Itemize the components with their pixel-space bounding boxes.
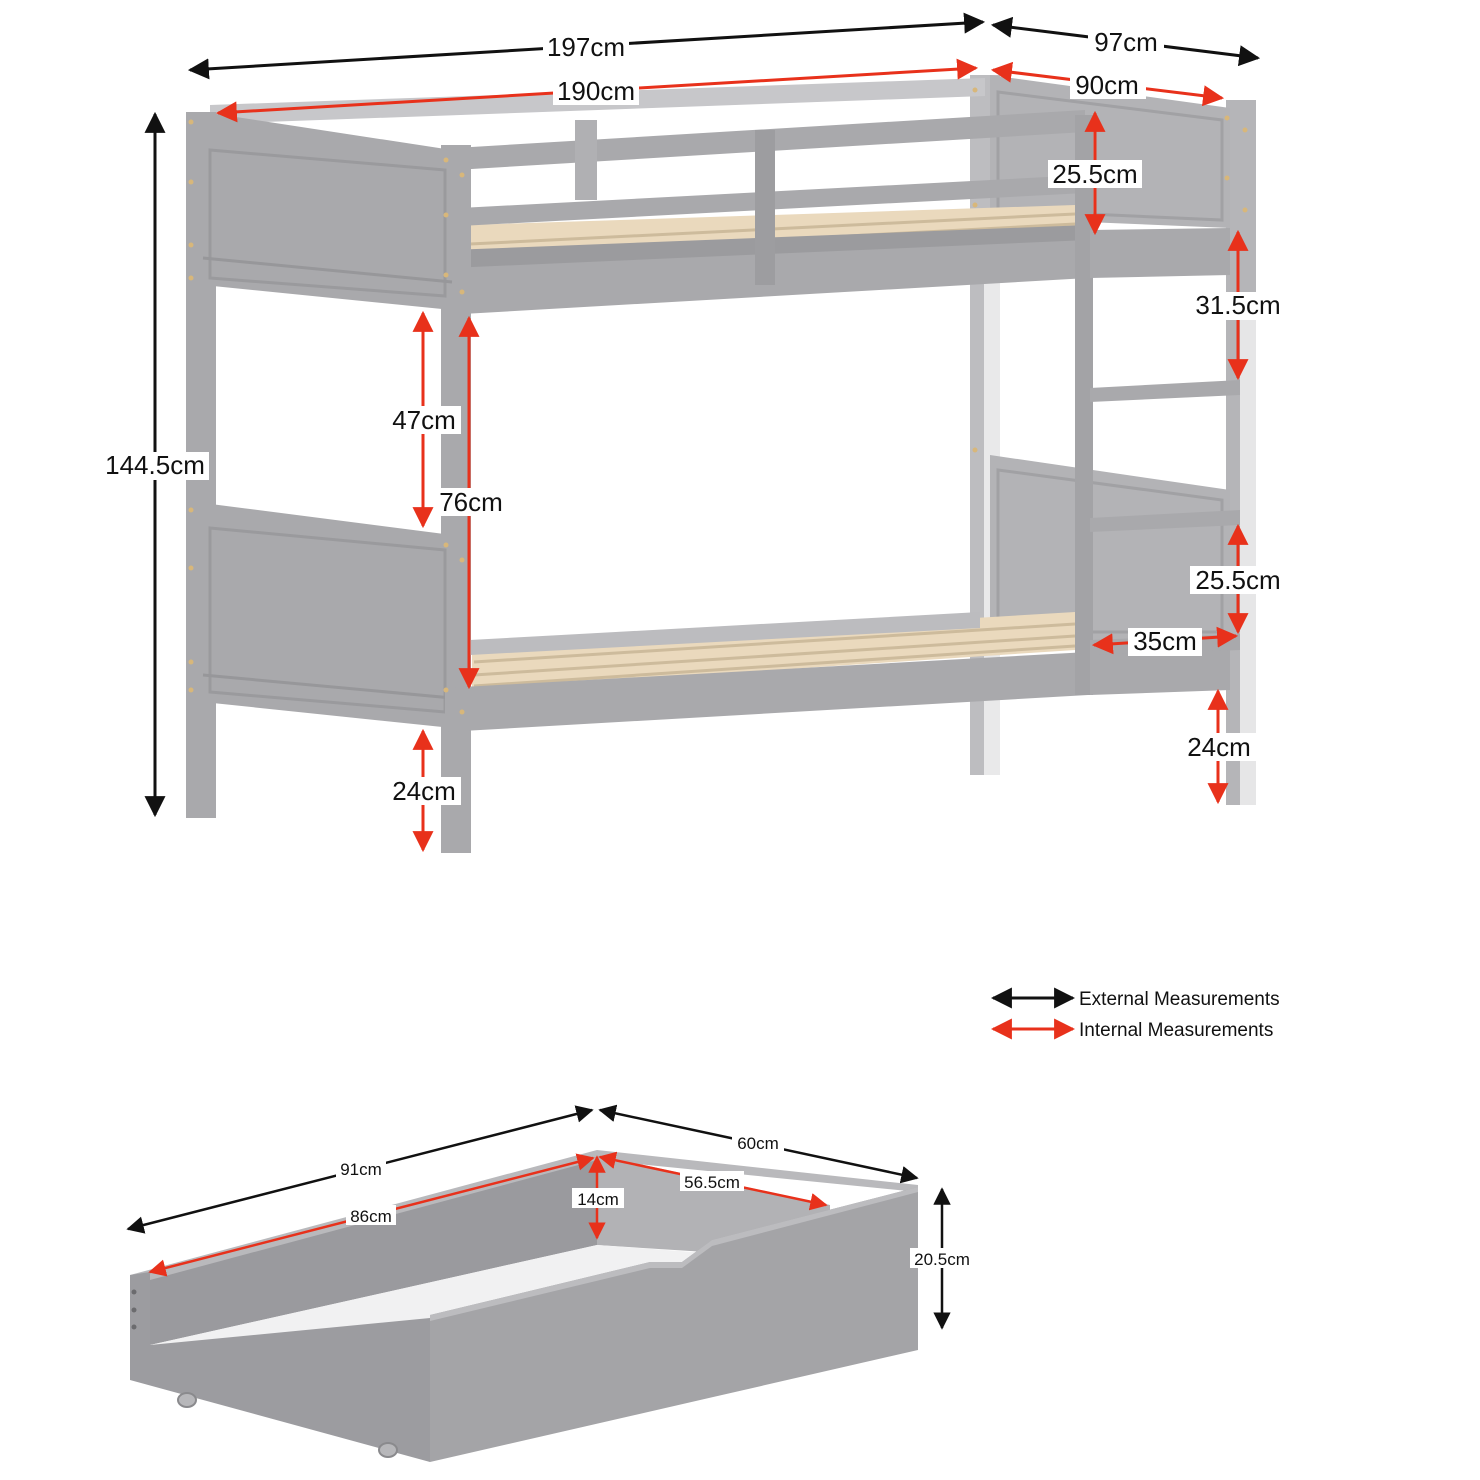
lower-slats (472, 612, 1076, 690)
bolt-heads (188, 87, 1248, 715)
ladder-rung-1 (1090, 380, 1240, 402)
legend: External Measurements Internal Measureme… (990, 987, 1280, 1041)
lower-back-end-panel (990, 455, 1230, 640)
ladder-rung-2 (1090, 510, 1240, 532)
drawer-dimension-labels: 91cm 86cm 60cm 56.5cm 14cm 20.5cm (336, 1132, 974, 1269)
internal-legend-label: Internal Measurements (1079, 1020, 1273, 1041)
floor-clearance-back-label: 24cm (1187, 732, 1251, 762)
total-height-label: 144.5cm (105, 450, 205, 480)
drawer-external-depth-label: 60cm (737, 1134, 779, 1153)
guard-rail-height-label: 25.5cm (1052, 159, 1137, 189)
drawer-internal-depth-label: 56.5cm (684, 1173, 740, 1192)
lower-to-upper-label: 76cm (439, 487, 503, 517)
ladder-upright (1075, 115, 1093, 695)
drawer-left-wall (130, 1272, 430, 1462)
internal-length-label: 190cm (557, 76, 635, 106)
drawer-caster-front (378, 1442, 398, 1458)
underbed-drawer (130, 1150, 918, 1462)
bed-dimension-labels: 197cm 190cm 97cm 90cm 144.5cm 25.5cm 31.… (99, 27, 1286, 806)
upper-front-end-panel (203, 112, 452, 310)
floor-clearance-front-label: 24cm (392, 776, 456, 806)
drawer-front-panel (430, 1187, 918, 1462)
lower-front-end-panel (203, 503, 452, 728)
ladder-width-label: 35cm (1133, 626, 1197, 656)
total-width-label: 97cm (1094, 27, 1158, 57)
drawer-caster-left (177, 1392, 197, 1408)
drawer-external-length-label: 91cm (340, 1160, 382, 1179)
ladder (1075, 115, 1240, 695)
ladder-bottom-gap-label: 25.5cm (1195, 565, 1280, 595)
drawer-internal-length-label: 86cm (350, 1207, 392, 1226)
drawer-external-height-label: 20.5cm (914, 1250, 970, 1269)
total-length-label: 197cm (547, 32, 625, 62)
ladder-top-gap-label: 31.5cm (1195, 290, 1280, 320)
bunk-bed (186, 75, 1256, 853)
internal-width-label: 90cm (1075, 70, 1139, 100)
lower-side-rail (445, 652, 1088, 732)
bunk-clearance-label: 47cm (392, 405, 456, 435)
drawer-internal-height-label: 14cm (577, 1190, 619, 1209)
external-legend-label: External Measurements (1079, 989, 1280, 1010)
